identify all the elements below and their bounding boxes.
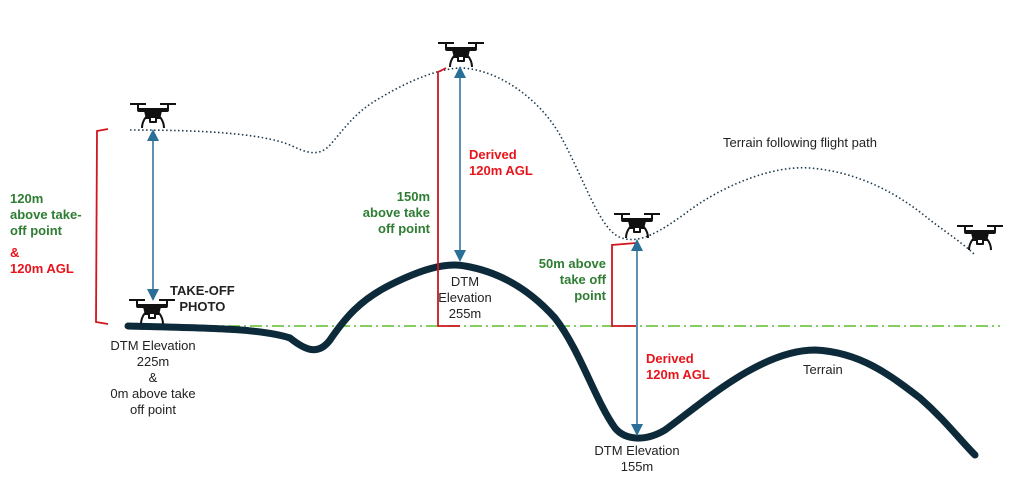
label-line: & xyxy=(148,370,158,385)
right-red-label: Derived 120m AGL xyxy=(646,351,710,383)
label-line: 0m above take xyxy=(110,386,196,401)
label-line: off point xyxy=(378,221,430,236)
flight-path xyxy=(129,67,976,256)
label-line: point xyxy=(574,288,606,303)
middle-bracket xyxy=(437,67,460,327)
label-line: 120m AGL xyxy=(469,163,533,178)
left-bracket xyxy=(95,128,109,325)
label-line: & xyxy=(10,245,20,260)
label-line: DTM xyxy=(450,274,480,289)
label-line: Elevation xyxy=(438,290,492,305)
dtm-mid-label: DTM Elevation 255m xyxy=(432,274,498,322)
label-line: PHOTO xyxy=(179,299,226,314)
label-line: off point xyxy=(10,223,62,238)
label-line: Derived xyxy=(469,147,517,162)
label-line: 155m xyxy=(620,459,654,474)
label-line: DTM Elevation xyxy=(594,443,680,458)
drone-icon xyxy=(613,212,661,239)
label-line: Derived xyxy=(646,351,694,366)
terrain-line xyxy=(124,261,979,459)
label-line: off point xyxy=(129,402,177,417)
mid-green-label: 150m above take off point xyxy=(350,189,430,237)
drone-icon xyxy=(128,298,176,325)
label-line: 120m AGL xyxy=(10,261,74,276)
right-bracket xyxy=(611,242,637,327)
label-line: 50m above xyxy=(538,256,606,271)
dtm-right-label: DTM Elevation 155m xyxy=(585,443,689,475)
takeoff-photo-label: TAKE-OFF PHOTO xyxy=(170,283,235,315)
label-line: 255m xyxy=(448,306,482,321)
label-line: above take xyxy=(362,205,430,220)
label-line: TAKE-OFF xyxy=(170,283,235,298)
label-line: take off xyxy=(559,272,606,287)
drone-icon xyxy=(129,102,177,129)
label-line: above take- xyxy=(10,207,82,222)
left-red-label: & 120m AGL xyxy=(10,245,74,277)
terrain-label: Terrain xyxy=(803,362,843,377)
right-green-label: 50m above take off point xyxy=(520,256,606,304)
label-line: 120m xyxy=(10,191,44,206)
label-line: 120m AGL xyxy=(646,367,710,382)
label-line: 150m xyxy=(396,189,430,204)
mid-red-label: Derived 120m AGL xyxy=(469,147,533,179)
flight-path-label: Terrain following flight path xyxy=(723,135,877,150)
label-line: DTM Elevation xyxy=(110,338,196,353)
label-line: 225m xyxy=(136,354,170,369)
dtm-left-label: DTM Elevation 225m & 0m above take off p… xyxy=(105,338,201,418)
drone-icon xyxy=(437,41,485,68)
left-green-label: 120m above take- off point xyxy=(10,191,82,239)
